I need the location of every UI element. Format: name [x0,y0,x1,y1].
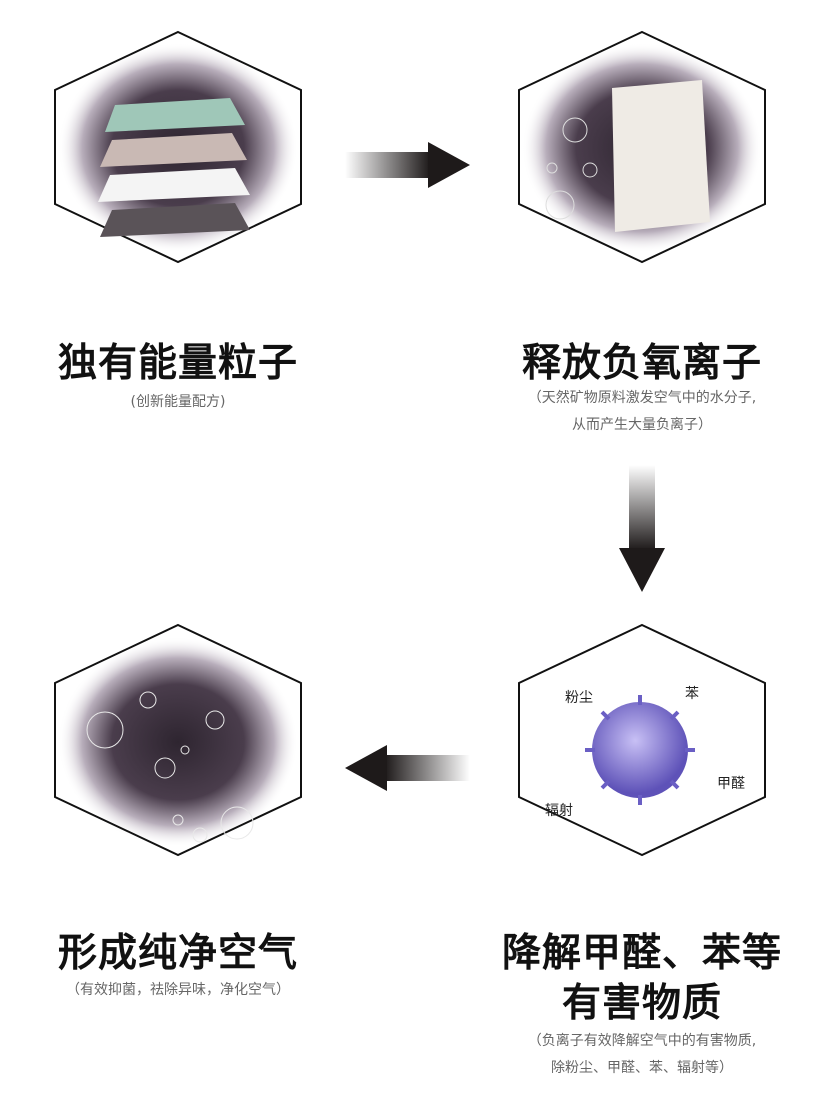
step-2-title: 释放负氧离子 [521,341,762,386]
step-4-title: 形成纯净空气 [57,931,298,976]
label-benzene: 苯 [685,686,699,702]
arrow-left [345,745,470,791]
virus-icon [585,695,695,805]
arrow-right [345,142,470,188]
step-1-subtitle: (创新能量配方) [130,394,226,410]
arrow-down [619,465,665,592]
layered-panels-icon [98,98,250,237]
label-dust: 粉尘 [565,690,593,706]
step-4-subtitle: （有效抑菌，祛除异味，净化空气） [66,982,290,998]
step-3-subtitle-line-1: （负离子有效降解空气中的有害物质, [527,1033,757,1049]
step-3-title-line-2: 有害物质 [561,981,722,1026]
step-2-subtitle-line-1: （天然矿物原料激发空气中的水分子, [527,390,757,406]
step-3-title: 降解甲醛、苯等 [501,931,782,976]
bubbles-panel-icon [545,80,710,232]
hexagon-step-2 [518,30,766,264]
label-radiation: 辐射 [545,803,573,819]
hexagon-step-1 [54,30,302,264]
step-1-title: 独有能量粒子 [57,341,298,386]
step-3-subtitle-line-2: 除粉尘、甲醛、苯、辐射等） [551,1060,733,1076]
bubbles-icon [86,691,254,843]
hexagon-step-4 [54,623,302,857]
label-formaldehyde: 甲醛 [717,776,745,792]
hexagon-step-3 [518,623,766,857]
step-2-subtitle-line-2: 从而产生大量负离子） [572,417,712,433]
